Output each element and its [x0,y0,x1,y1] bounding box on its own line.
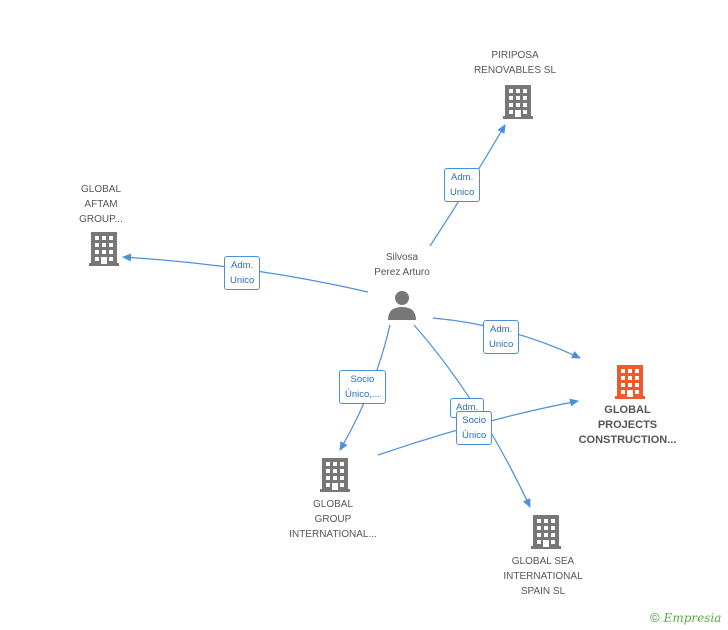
edge-label-line: Adm. [456,402,479,413]
edge-label-line: Socio [350,374,375,385]
node-label-line: RENOVABLES SL [473,65,557,76]
edge-label-projects[interactable]: Adm. Unico [483,320,520,354]
building-icon-group[interactable] [320,458,350,492]
copyright-symbol: © [650,610,660,625]
node-label-sea[interactable]: GLOBAL SEA INTERNATIONAL SPAIN SL [495,554,591,599]
edge-label-line: Adm. [490,324,513,335]
edge-label-line: Único,... [345,389,380,400]
building-icon-projects[interactable] [615,365,645,399]
edge-label-line: Unico [450,187,475,198]
edge-label-group[interactable]: Socio Único,... [339,370,386,404]
edge-label-group-projects[interactable]: Socio Único [456,411,493,445]
building-icon-sea[interactable] [531,515,561,549]
node-label-line: GLOBAL [80,184,122,195]
node-label-person[interactable]: Silvosa Perez Arturo [360,250,444,280]
node-label-line: GLOBAL [604,404,651,416]
node-label-line: Silvosa [385,252,419,263]
edge-label-line: Adm. [231,260,254,271]
node-label-line: CONSTRUCTION... [578,434,677,446]
node-label-group[interactable]: GLOBAL GROUP INTERNATIONAL... [280,497,386,542]
node-label-line: GLOBAL [312,499,354,510]
edge-label-line: Unico [489,339,514,350]
node-label-line: GLOBAL SEA [511,556,575,567]
building-icon-aftam[interactable] [89,232,119,266]
node-label-projects[interactable]: GLOBAL PROJECTS CONSTRUCTION... [570,403,685,448]
node-label-line: INTERNATIONAL [503,571,583,582]
node-label-line: SPAIN SL [520,586,566,597]
edge-label-line: Adm. [451,172,474,183]
edge-label-line: Único [462,430,487,441]
edge-label-line: Socio [462,415,487,426]
node-label-line: INTERNATIONAL... [289,529,377,540]
node-label-line: PROJECTS [597,419,658,431]
node-label-aftam[interactable]: GLOBAL AFTAM GROUP... [65,182,137,227]
edge-label-line: Unico [230,275,255,286]
node-label-line: GROUP... [79,214,123,225]
edge-label-piriposa[interactable]: Adm. Unico [444,168,481,202]
building-icon-piriposa[interactable] [503,85,533,119]
edge-label-aftam[interactable]: Adm. Unico [224,256,261,290]
node-label-line: Perez Arturo [374,267,430,278]
brand-watermark: ©Empresia [650,610,721,625]
node-label-line: GROUP [314,514,352,525]
node-label-line: AFTAM [84,199,118,210]
node-label-line: PIRIPOSA [491,50,539,61]
node-label-piriposa[interactable]: PIRIPOSA RENOVABLES SL [465,48,565,78]
person-icon[interactable] [388,291,416,320]
brand-name: Empresia [663,611,722,625]
